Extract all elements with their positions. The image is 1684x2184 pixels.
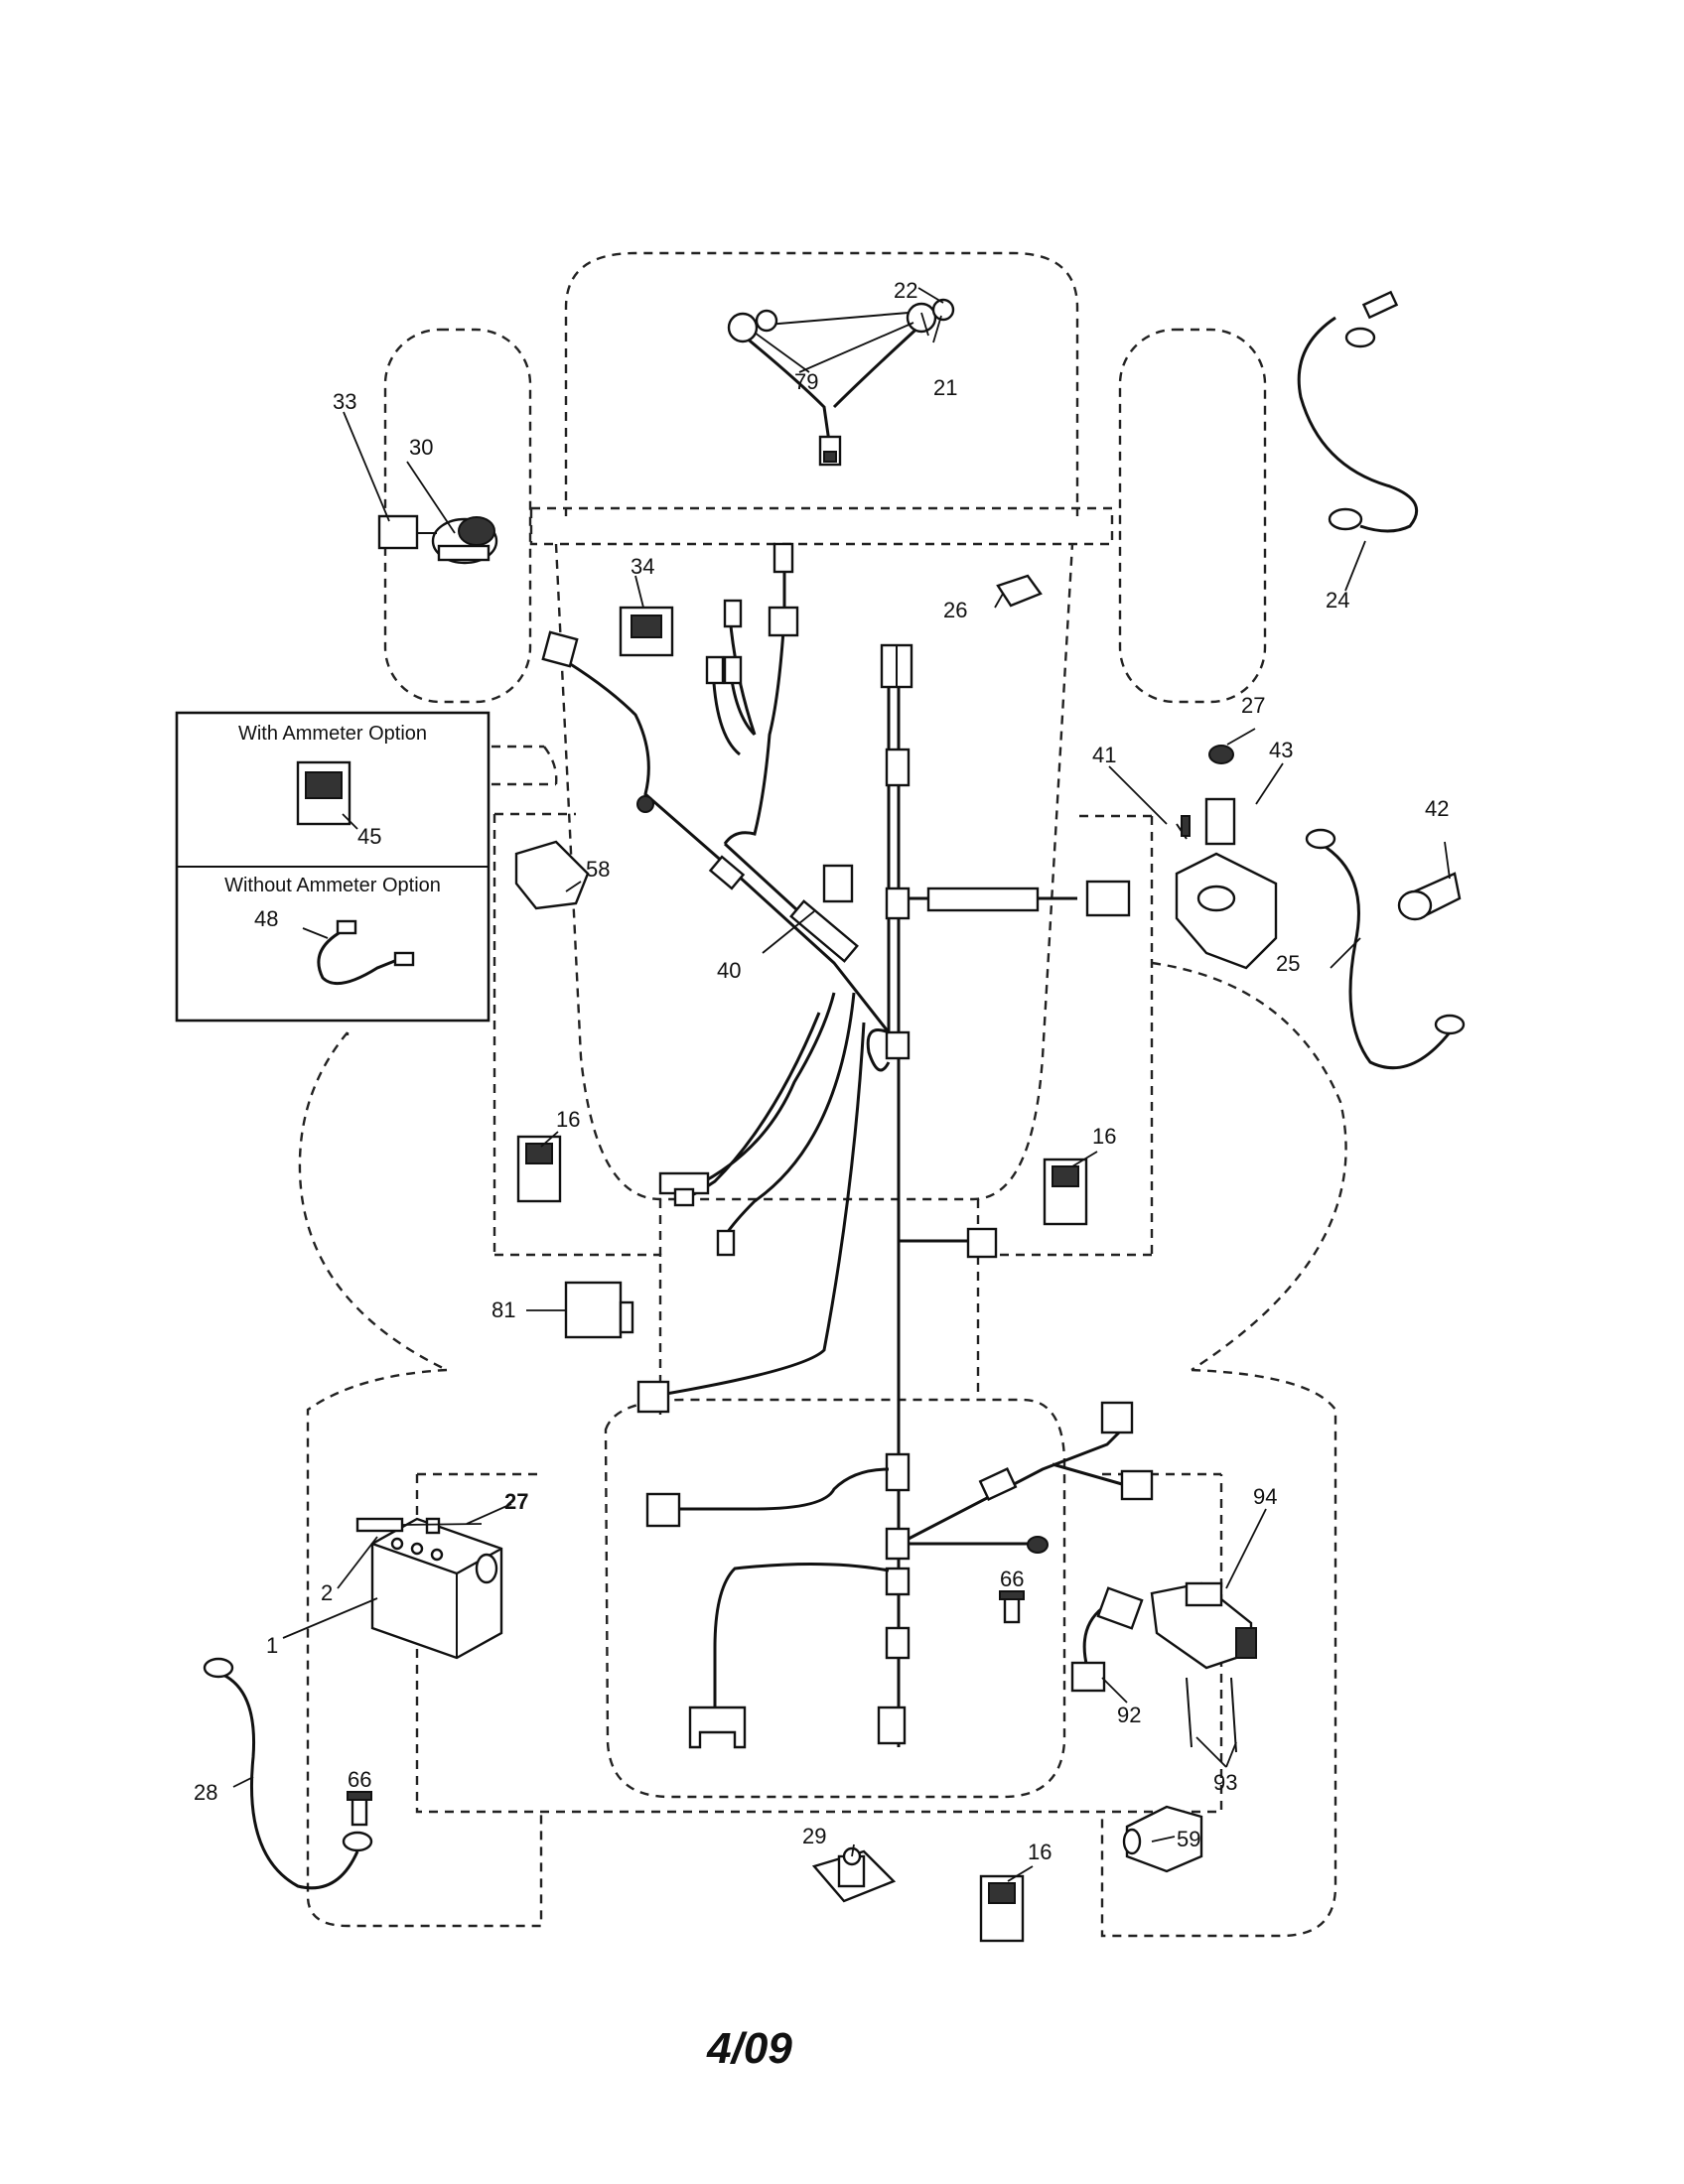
option-box xyxy=(175,711,491,1023)
callout-21: 21 xyxy=(933,375,957,400)
cable-28 xyxy=(203,1657,373,1890)
callout-2: 2 xyxy=(321,1580,333,1605)
with-ammeter-title: With Ammeter Option xyxy=(238,723,427,745)
callout-58: 58 xyxy=(586,857,610,882)
switch-34 xyxy=(619,606,674,657)
screw-66 xyxy=(347,1590,1025,1827)
callout-27a: 27 xyxy=(1241,693,1265,718)
callout-27b: 27 xyxy=(504,1489,528,1514)
callout-25: 25 xyxy=(1276,951,1300,976)
callout-43: 43 xyxy=(1269,738,1293,762)
without-ammeter-title: Without Ammeter Option xyxy=(224,875,441,896)
callout-28: 28 xyxy=(194,1780,217,1805)
callout-79: 79 xyxy=(794,369,818,394)
callout-1: 1 xyxy=(266,1633,278,1658)
callout-22: 22 xyxy=(894,278,917,303)
callout-81: 81 xyxy=(491,1297,515,1322)
cable-24 xyxy=(1297,290,1419,533)
callout-59: 59 xyxy=(1177,1827,1200,1851)
tractor-outline xyxy=(298,251,1347,1938)
callout-labels: 1 2 16 16 16 21 22 24 25 26 27 27 28 29 … xyxy=(194,278,1449,1864)
callout-66a: 66 xyxy=(348,1767,371,1792)
callout-33: 33 xyxy=(333,389,356,414)
relay-58 xyxy=(514,840,590,910)
callout-66b: 66 xyxy=(1000,1567,1024,1591)
leader-lines xyxy=(232,287,1451,1882)
callout-92: 92 xyxy=(1117,1703,1141,1727)
callout-16a: 16 xyxy=(556,1107,580,1132)
switch-92-94 xyxy=(1070,1581,1257,1753)
callout-26: 26 xyxy=(943,598,967,622)
callout-94: 94 xyxy=(1253,1484,1277,1509)
callout-45: 45 xyxy=(357,824,381,849)
boot-42 xyxy=(1397,872,1462,921)
callout-34: 34 xyxy=(631,554,654,579)
relay-81 xyxy=(564,1281,634,1339)
key-33 xyxy=(377,514,437,550)
date-code: 4/09 xyxy=(706,2024,792,2073)
callout-29: 29 xyxy=(802,1824,826,1848)
key-switch-30 xyxy=(431,516,498,565)
main-wire-harness xyxy=(541,542,1154,1749)
callout-40: 40 xyxy=(717,958,741,983)
battery-1 xyxy=(370,1517,503,1660)
callout-30: 30 xyxy=(409,435,433,460)
fuse-26 xyxy=(996,574,1043,608)
callout-48: 48 xyxy=(254,906,278,931)
interlock-switch-16 xyxy=(516,1135,1088,1943)
callout-42: 42 xyxy=(1425,796,1449,821)
switch-29 xyxy=(811,1846,897,1903)
cable-25 xyxy=(1305,828,1466,1070)
headlight-assembly xyxy=(727,298,955,467)
callout-16b: 16 xyxy=(1092,1124,1116,1149)
callout-93: 93 xyxy=(1213,1770,1237,1795)
callout-16c: 16 xyxy=(1028,1840,1052,1864)
callout-41: 41 xyxy=(1092,743,1116,767)
callout-24: 24 xyxy=(1326,588,1349,613)
solenoid-43 xyxy=(1175,745,1278,970)
